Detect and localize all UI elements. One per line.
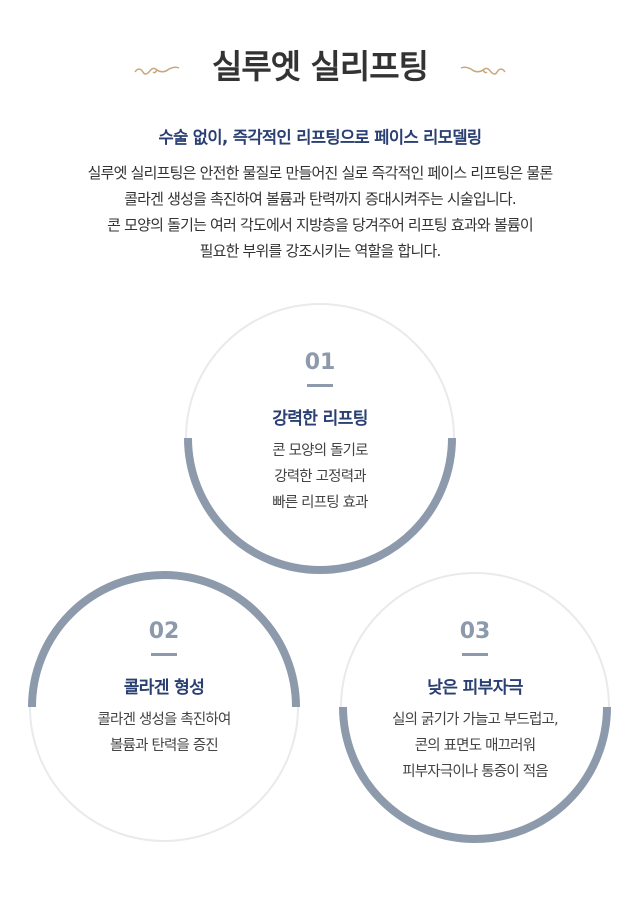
- feature-card-2: 02 콜라겐 형성 콜라겐 생성을 촉진하여 볼륨과 탄력을 증진: [28, 571, 300, 843]
- feature-number: 01: [304, 350, 336, 375]
- feature-card-1: 01 강력한 리프팅 콘 모양의 돌기로 강력한 고정력과 빠른 리프팅 효과: [184, 302, 456, 574]
- feature-number: 03: [459, 619, 491, 644]
- feature-line: 빠른 리프팅 효과: [272, 495, 368, 511]
- description-line: 실루엣 실리프팅은 안전한 물질로 만들어진 실로 즉각적인 페이스 리프팅은 …: [87, 164, 554, 182]
- divider: [307, 384, 333, 387]
- divider: [151, 653, 177, 656]
- feature-line: 콜라겐 생성을 촉진하여: [97, 712, 231, 728]
- subtitle: 수술 없이, 즉각적인 리프팅으로 페이스 리모델링: [158, 128, 483, 147]
- feature-description: 실의 굵기가 가늘고 부드럽고, 콘의 표면도 매끄러워 피부자극이나 통증이 …: [339, 707, 611, 785]
- feature-card-3: 03 낮은 피부자극 실의 굵기가 가늘고 부드럽고, 콘의 표면도 매끄러워 …: [339, 571, 611, 843]
- feature-line: 콘의 표면도 매끄러워: [414, 738, 536, 754]
- feature-description: 콜라겐 생성을 촉진하여 볼륨과 탄력을 증진: [28, 707, 300, 759]
- ring-icon: [28, 571, 300, 842]
- feature-number: 02: [148, 619, 180, 644]
- feature-line: 강력한 고정력과: [274, 469, 366, 485]
- feature-title: 강력한 리프팅: [272, 409, 368, 429]
- ring-icon: [184, 303, 456, 574]
- feature-line: 콘 모양의 돌기로: [272, 443, 368, 459]
- ring-icon: [339, 572, 611, 843]
- description-line: 콘 모양의 돌기는 여러 각도에서 지방층을 당겨주어 리프팅 효과와 볼륨이: [107, 216, 534, 234]
- description: 실루엣 실리프팅은 안전한 물질로 만들어진 실로 즉각적인 페이스 리프팅은 …: [0, 160, 640, 264]
- feature-line: 피부자극이나 통증이 적음: [402, 764, 548, 780]
- ornament-right-icon: [460, 66, 506, 75]
- feature-title: 낮은 피부자극: [427, 678, 523, 698]
- divider: [462, 653, 488, 656]
- feature-line: 실의 굵기가 가늘고 부드럽고,: [392, 712, 559, 728]
- description-line: 필요한 부위를 강조시키는 역할을 합니다.: [199, 242, 442, 260]
- feature-line: 볼륨과 탄력을 증진: [110, 738, 219, 754]
- ornament-left-icon: [134, 66, 180, 75]
- feature-title: 콜라겐 형성: [123, 678, 205, 698]
- feature-description: 콘 모양의 돌기로 강력한 고정력과 빠른 리프팅 효과: [184, 438, 456, 516]
- page-title: 실루엣 실리프팅: [211, 47, 429, 86]
- description-line: 콜라겐 생성을 촉진하여 볼륨과 탄력까지 증대시켜주는 시술입니다.: [124, 190, 517, 208]
